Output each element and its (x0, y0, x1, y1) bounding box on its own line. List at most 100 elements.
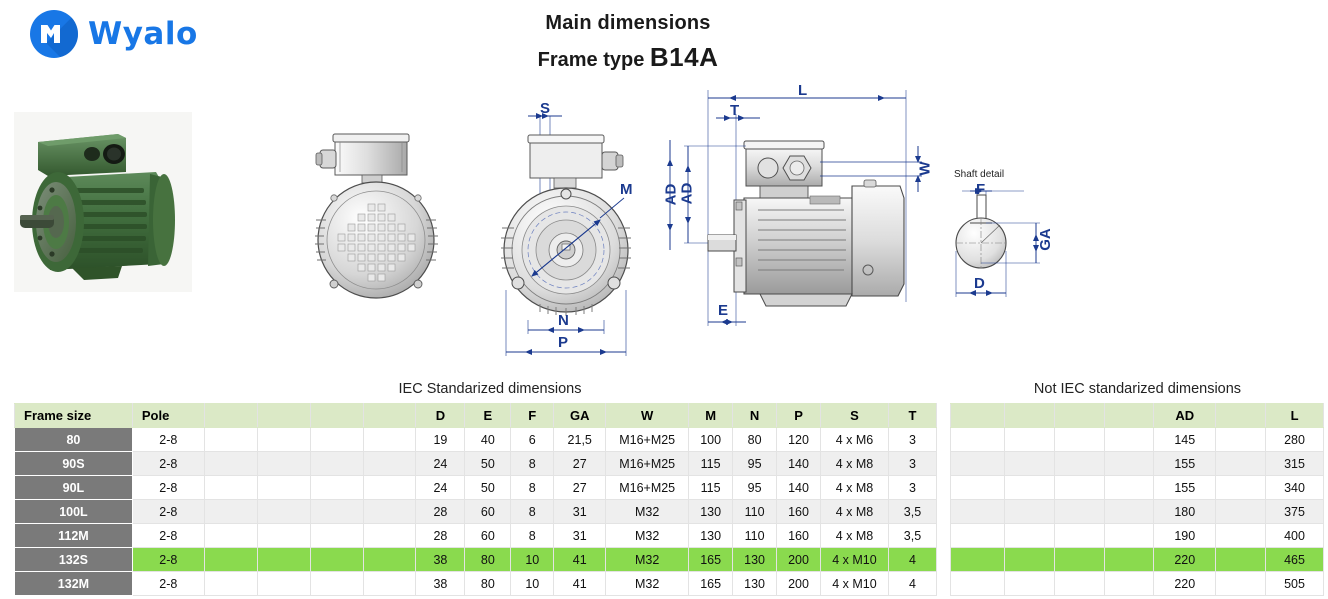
column-header-m: M (688, 403, 734, 428)
cell-blank (1103, 427, 1155, 452)
pole-cell: 2-8 (131, 547, 205, 572)
cell-blank (256, 523, 311, 548)
cell-blank (1215, 427, 1267, 452)
cell-blank (362, 571, 417, 596)
pole-cell: 2-8 (131, 571, 205, 596)
cell-n: 95 (732, 475, 778, 500)
cell-e: 60 (464, 499, 512, 524)
not-iec-header-row: AD L (950, 403, 1324, 428)
cell-blank (362, 451, 417, 476)
dimension-label-f: F (976, 181, 986, 198)
cell-m: 115 (688, 475, 734, 500)
cell-m: 165 (688, 547, 734, 572)
wyalo-logo-icon (30, 10, 78, 58)
cell-s: 4 x M6 (820, 427, 889, 452)
cell-blank (309, 523, 364, 548)
page-title: Main dimensions (0, 12, 1328, 35)
dimension-label-ga: GA (1036, 228, 1054, 251)
cell-ga: 41 (553, 547, 607, 572)
cell-w: M16+M25 (605, 475, 690, 500)
frame-type-label: Frame type (537, 49, 645, 71)
logo-w-glyph (41, 25, 60, 43)
cell-n: 110 (732, 523, 778, 548)
cell-blank (203, 547, 258, 572)
column-header-blank-2 (203, 403, 258, 428)
cell-blank (309, 499, 364, 524)
cell-s: 4 x M10 (820, 547, 889, 572)
cell-blank (256, 499, 311, 524)
cell-l: 505 (1265, 571, 1324, 596)
frame-size-cell: 80 (14, 427, 133, 452)
dimension-label-e: E (718, 302, 729, 319)
cell-s: 4 x M8 (820, 523, 889, 548)
cell-blank (1103, 451, 1155, 476)
cell-w: M32 (605, 571, 690, 596)
cell-e: 80 (464, 547, 512, 572)
cell-ad: 190 (1153, 523, 1217, 548)
cell-blank (950, 475, 1005, 500)
cell-d: 19 (415, 427, 466, 452)
cell-blank (362, 523, 417, 548)
dimension-label-ad-side: AD (678, 182, 696, 205)
column-header-ad: AD (1153, 403, 1217, 428)
column-header-blank-3 (256, 403, 311, 428)
cell-w: M32 (605, 547, 690, 572)
column-header-w: W (605, 403, 690, 428)
column-header-n: N (732, 403, 778, 428)
cell-p: 120 (776, 427, 822, 452)
cell-l: 375 (1265, 499, 1324, 524)
cell-m: 115 (688, 451, 734, 476)
column-header-t: T (887, 403, 938, 428)
cell-t: 3,5 (887, 523, 938, 548)
cell-ga: 31 (553, 499, 607, 524)
cell-n: 130 (732, 571, 778, 596)
cell-ad: 220 (1153, 571, 1217, 596)
cell-s: 4 x M8 (820, 475, 889, 500)
column-header-p: P (776, 403, 822, 428)
cell-blank (1215, 475, 1267, 500)
column-header-blank-4 (309, 403, 364, 428)
cell-blank (1003, 427, 1055, 452)
motor-photo (14, 112, 192, 292)
cell-blank (1003, 451, 1055, 476)
column-header-blank-5 (1215, 403, 1267, 428)
cell-blank (1003, 547, 1055, 572)
cell-n: 130 (732, 547, 778, 572)
cell-n: 110 (732, 499, 778, 524)
cell-ga: 41 (553, 571, 607, 596)
cell-t: 4 (887, 571, 938, 596)
cell-blank (203, 427, 258, 452)
cell-l: 280 (1265, 427, 1324, 452)
cell-blank (256, 547, 311, 572)
column-header-f: F (510, 403, 555, 428)
iec-table-title: IEC Standarized dimensions (398, 381, 582, 397)
cell-l: 315 (1265, 451, 1324, 476)
cell-blank (1053, 571, 1105, 596)
cell-blank (203, 451, 258, 476)
cell-blank (1103, 547, 1155, 572)
cell-blank (309, 451, 364, 476)
cell-p: 200 (776, 571, 822, 596)
column-header-s: S (820, 403, 889, 428)
cell-m: 130 (688, 523, 734, 548)
cell-w: M32 (605, 499, 690, 524)
column-header-blank-3 (1103, 403, 1155, 428)
cell-blank (1053, 523, 1105, 548)
cell-blank (1215, 523, 1267, 548)
cell-ad: 155 (1153, 451, 1217, 476)
cell-blank (1103, 571, 1155, 596)
dimension-label-d: D (974, 275, 985, 292)
dimension-label-w: W (916, 161, 934, 176)
cell-blank (256, 451, 311, 476)
column-header-l: L (1265, 403, 1324, 428)
column-header-blank-5 (362, 403, 417, 428)
page-subtitle: Frame type B14A (0, 42, 1328, 73)
cell-e: 40 (464, 427, 512, 452)
cell-blank (309, 427, 364, 452)
cell-blank (950, 523, 1005, 548)
